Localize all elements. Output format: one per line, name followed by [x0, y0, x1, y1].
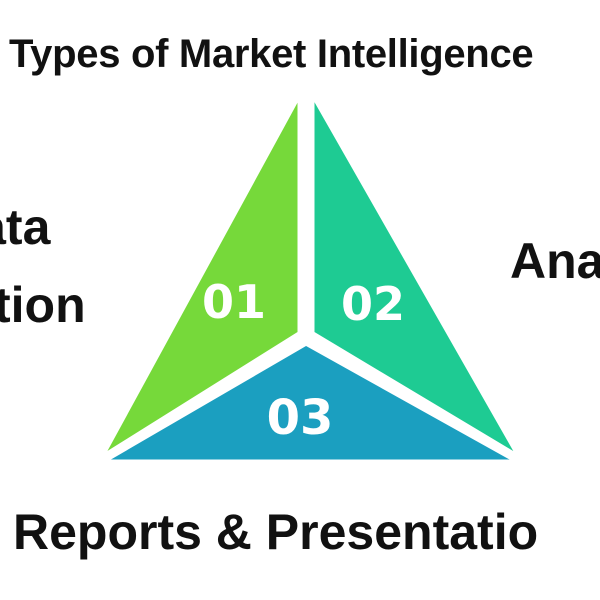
segment-01-number: 01 [202, 275, 266, 329]
right-label: Ana [510, 233, 600, 289]
bottom-label: Reports & Presentatio [13, 504, 539, 560]
segment-02 [307, 85, 527, 465]
left-label-line1: Data [0, 199, 51, 255]
left-label-line2: tion [0, 277, 86, 333]
segment-01 [94, 85, 305, 465]
diagram-title: Types of Market Intelligence [9, 32, 534, 76]
segment-03 [94, 338, 527, 467]
segment-02-number: 02 [341, 277, 405, 331]
segment-03-number: 03 [267, 390, 334, 446]
